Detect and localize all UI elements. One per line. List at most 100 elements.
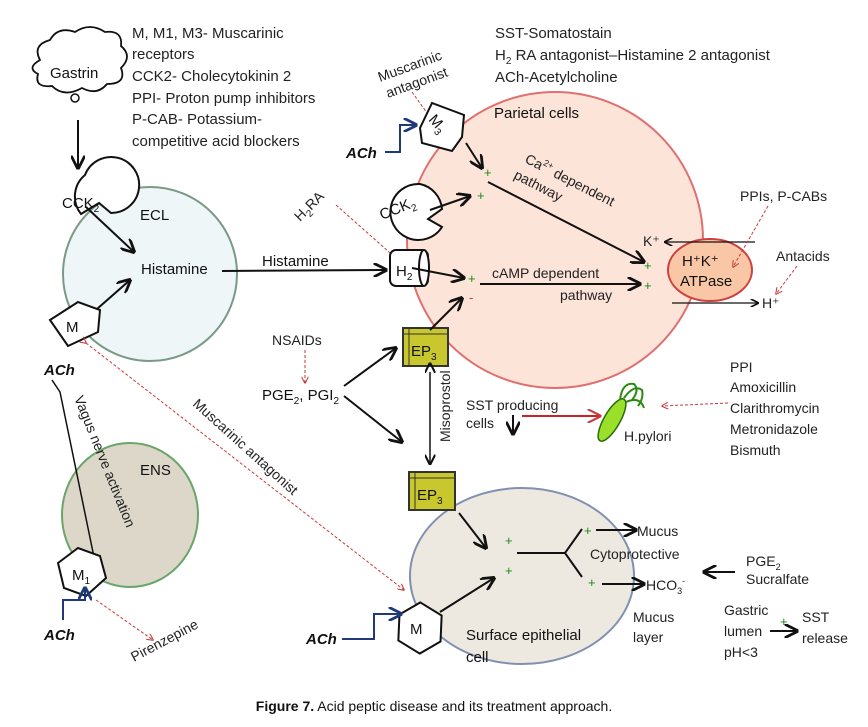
mucus-label: Mucus <box>637 523 678 539</box>
sst-release-label: SST <box>802 609 830 625</box>
inhibition-arrow <box>411 91 432 120</box>
mucus-layer-label: Mucus <box>633 609 674 625</box>
legend-line: CCK2- Cholecytokinin 2 <box>132 68 291 85</box>
ach-label: ACh <box>43 627 75 644</box>
inhibition-arrow <box>662 403 729 406</box>
legend-line: ACh-Acetylcholine <box>495 69 618 86</box>
ach-label: ACh <box>305 631 337 648</box>
legend-right: SST-Somatostain H2 RA antagonist–Histami… <box>495 25 771 86</box>
k-ion-label: K⁺ <box>643 233 660 249</box>
legend-line: H2 RA antagonist–Histamine 2 antagonist <box>495 47 771 67</box>
mucus-layer-label: layer <box>633 629 664 645</box>
legend-line: competitive acid blockers <box>132 133 300 150</box>
h2-receptor: H2 <box>389 249 430 287</box>
arrow <box>96 280 130 310</box>
histamine-arrow <box>221 270 386 271</box>
ecl-label: ECL <box>140 207 169 224</box>
stimulation-sign: + <box>477 188 485 203</box>
ach-label: ACh <box>345 145 377 162</box>
ach-arrow <box>342 614 401 640</box>
h2ra-label: H2RA <box>291 187 330 226</box>
parietal-cells-label: Parietal cells <box>494 105 579 122</box>
ach-arrow <box>385 125 416 153</box>
stimulation-sign: + <box>644 278 652 293</box>
pirenzepine-label: Pirenzepine <box>128 616 201 665</box>
histamine-arrow-label: Histamine <box>262 253 329 270</box>
surface-epithelial-cell <box>409 487 635 665</box>
m-label: M <box>66 319 79 336</box>
gastrin-label: Gastrin <box>50 65 98 82</box>
misoprostol-label: Misoprostol <box>437 370 453 442</box>
atpase-label: ATPase <box>680 273 732 290</box>
hco3-label: HCO3- <box>646 576 685 596</box>
arrow <box>411 267 464 278</box>
antacids-label: Antacids <box>776 248 830 264</box>
cck2-receptor-ecl <box>73 156 141 216</box>
arrow <box>429 298 462 331</box>
surface-epithelial-label: Surface epithelial <box>466 627 581 644</box>
sst-cells-label: SST producing <box>466 397 558 413</box>
ep3-label: EP3 <box>411 343 437 363</box>
stimulation-sign: + <box>484 165 492 180</box>
stimulation-sign: + <box>588 575 596 590</box>
arrow <box>465 142 482 168</box>
legend-line: PPI- Proton pump inhibitors <box>132 90 315 107</box>
inhibition-sign: - <box>469 290 473 305</box>
histamine-label: Histamine <box>141 261 208 278</box>
hpylori-bacterium-icon <box>597 382 645 442</box>
ppis-pcabs-label: PPIs, P-CABs <box>740 188 827 204</box>
muscarinic-antagonist-arrow <box>86 343 404 590</box>
stimulation-sign: + <box>584 523 592 538</box>
legend-line: SST-Somatostain <box>495 25 612 42</box>
drug-item: Amoxicillin <box>730 379 796 395</box>
drug-item: Metronidazole <box>730 421 818 437</box>
cck2-receptor-parietal <box>389 182 444 241</box>
drug-item: PPI <box>730 359 753 375</box>
inhibition-arrow <box>95 599 153 640</box>
arrow <box>85 206 134 252</box>
gastrin-cloud: Gastrin <box>31 26 128 103</box>
gastric-lumen-label: lumen <box>724 623 762 639</box>
nsaids-label: NSAIDs <box>272 332 322 348</box>
drug-item: Bismuth <box>730 442 781 458</box>
arrow <box>343 348 396 387</box>
m-label: M <box>410 621 423 638</box>
gastric-lumen-label: Gastric <box>724 602 768 618</box>
arrow <box>439 578 494 613</box>
ep3-receptor-parietal: EP3 <box>402 327 449 367</box>
pge2-pgi2-label: PGE2, PGI2 <box>262 387 339 407</box>
legend-line: M, M1, M3- Muscarinic <box>132 25 284 42</box>
ach-label: ACh <box>43 362 75 379</box>
surface-epithelial-label: cell <box>466 649 489 666</box>
arrow <box>458 512 486 548</box>
stimulation-sign: + <box>644 258 652 273</box>
m-receptor-ecl <box>48 300 102 348</box>
ep3-label: EP3 <box>417 487 443 507</box>
legend-line: P-CAB- Potassium- <box>132 111 262 128</box>
ach-arrow <box>62 588 85 620</box>
legend-left: M, M1, M3- Muscarinic receptors CCK2- Ch… <box>132 25 315 150</box>
camp-pathway-label: pathway <box>560 287 612 303</box>
inhibition-arrow <box>335 204 398 260</box>
drug-item: Clarithromycin <box>730 400 819 416</box>
stimulation-sign: + <box>468 271 476 286</box>
gastric-lumen-label: pH<3 <box>724 644 758 660</box>
h2-label: H2 <box>396 263 413 283</box>
atpase-pump <box>667 238 753 302</box>
sucralfate-label: Sucralfate <box>746 571 809 587</box>
sst-cells-label: cells <box>466 415 494 431</box>
stimulation-sign: + <box>505 533 513 548</box>
inhibition-arrow <box>776 265 798 294</box>
legend-line: receptors <box>132 46 195 63</box>
pge2-label: PGE2 <box>746 553 781 572</box>
ens-label: ENS <box>140 462 171 479</box>
sst-release-label: release <box>802 630 848 646</box>
arrow <box>429 196 470 211</box>
muscarinic-antagonist-label: Muscarinic antagonist <box>190 395 301 498</box>
arrow <box>343 395 402 442</box>
cytoprotective-label: Cytoprotective <box>590 546 680 562</box>
h-ion-label: H⁺ <box>762 295 780 311</box>
stimulation-sign: + <box>505 563 513 578</box>
ep3-receptor-surface: EP3 <box>408 471 456 511</box>
